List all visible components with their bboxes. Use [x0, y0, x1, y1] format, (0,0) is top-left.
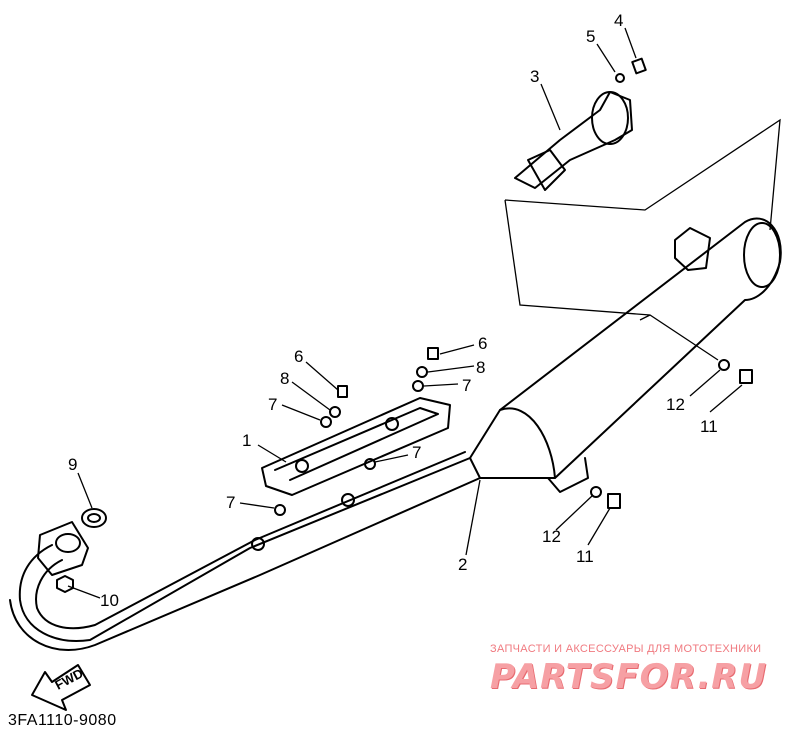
bolt-6-right: [427, 347, 439, 360]
grommet-7-bottom: [274, 504, 286, 516]
callout-4: 4: [614, 11, 623, 30]
grommet-7-left: [320, 416, 332, 428]
watermark-brand: PARTSFOR.RU: [490, 657, 768, 697]
callout-5: 5: [586, 27, 595, 46]
assembly-line-tailpipe: [504, 118, 781, 361]
washer-12-lower: [590, 486, 602, 498]
washer-8-left: [329, 406, 341, 418]
fwd-arrow: [31, 664, 91, 711]
callout-11-lower: 11: [576, 547, 594, 566]
drawing-code: 3FA1110-9080: [8, 712, 117, 729]
callout-1: 1: [242, 431, 251, 450]
callout-12-upper: 12: [666, 395, 685, 414]
washer-5: [615, 73, 625, 83]
tail-pipe-3: [514, 91, 633, 191]
exhaust-pipe: [9, 457, 481, 651]
bolt-4: [631, 57, 647, 75]
bolt-11-lower: [607, 493, 621, 509]
callout-8-right: 8: [476, 358, 485, 377]
callout-3: 3: [530, 67, 539, 86]
bolt-6-left: [337, 385, 348, 398]
callout-7-bottom: 7: [226, 493, 235, 512]
bolt-11-upper: [739, 369, 753, 384]
callout-9: 9: [68, 455, 77, 474]
grommet-7-right: [412, 380, 424, 392]
washer-12-upper: [718, 359, 730, 371]
fwd-label: FWD: [52, 666, 85, 693]
callout-2: 2: [458, 555, 467, 574]
callout-10: 10: [100, 591, 119, 610]
gasket-9: [81, 508, 107, 528]
callout-11-upper: 11: [700, 417, 718, 436]
watermark-tagline: ЗАПЧАСТИ И АКСЕССУАРЫ ДЛЯ МОТОТЕХНИКИ: [490, 643, 762, 655]
heat-protector-1: [261, 397, 451, 496]
exhaust-pipe-inner: [35, 451, 466, 630]
grommet-7-mid: [364, 458, 376, 470]
callout-8-left: 8: [280, 369, 289, 388]
nut-10: [56, 575, 74, 593]
washer-8-right: [416, 366, 428, 378]
muffler: [469, 217, 782, 493]
callout-7-left: 7: [268, 395, 277, 414]
callout-6-left: 6: [294, 347, 303, 366]
exhaust-flange: [37, 521, 89, 576]
callout-12-lower: 12: [542, 527, 561, 546]
callout-7-mid: 7: [412, 443, 421, 462]
grommet-pipe: [251, 537, 265, 551]
callout-6-right: 6: [478, 334, 487, 353]
grommet-7-low: [341, 493, 355, 507]
callout-7-right: 7: [462, 376, 471, 395]
